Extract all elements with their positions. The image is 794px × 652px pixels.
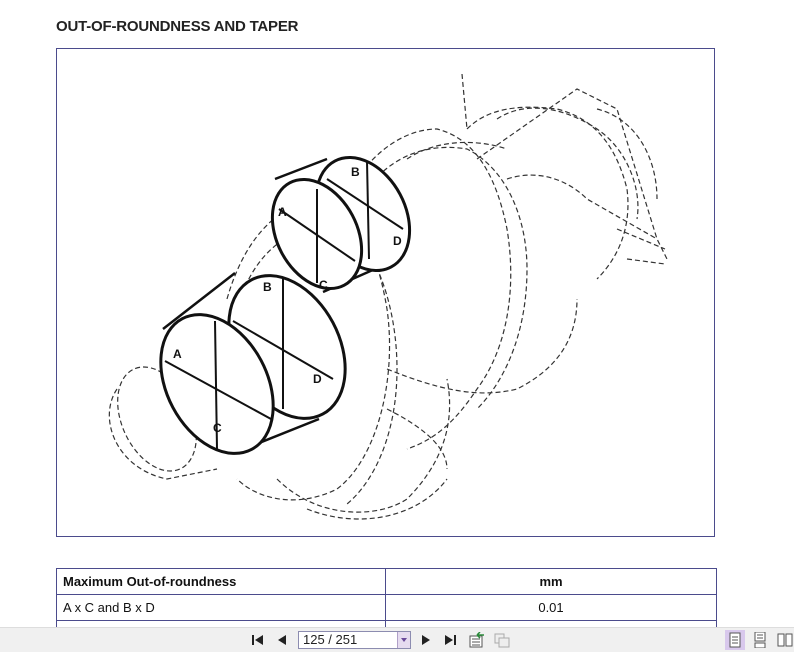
table-cell: A x C and B x D (56, 594, 386, 621)
go-forward-view-icon (494, 633, 510, 648)
label-d-small: D (393, 234, 402, 248)
header-cell: mm (385, 568, 717, 595)
chevron-down-icon (401, 638, 407, 642)
page-number-value[interactable]: 125 / 251 (303, 632, 358, 647)
prev-page-button[interactable] (275, 632, 289, 648)
go-forward-view-button[interactable] (493, 632, 511, 648)
go-back-view-button[interactable] (468, 632, 486, 648)
last-page-button[interactable] (442, 632, 458, 648)
crankshaft-diagram: A B C D A B C D (56, 48, 715, 537)
pdf-navigation-toolbar: 125 / 251 (0, 627, 794, 652)
first-page-button[interactable] (250, 632, 266, 648)
header-cell: Maximum Out-of-roundness (56, 568, 386, 595)
label-c-small: C (319, 278, 328, 292)
continuous-view-button[interactable] (750, 630, 770, 650)
first-page-icon (252, 635, 263, 645)
next-page-icon (422, 635, 430, 645)
table-row: A x C and B x D 0.01 (56, 594, 717, 621)
two-page-view-button[interactable] (775, 630, 794, 650)
single-page-view-icon (729, 632, 741, 648)
single-page-view-button[interactable] (725, 630, 745, 650)
label-a-large: A (173, 347, 182, 361)
crankshaft-illustration: A B C D A B C D (108, 73, 668, 520)
continuous-view-icon (754, 632, 766, 648)
large-journal-front-ellipse (159, 313, 275, 455)
next-page-button[interactable] (419, 632, 433, 648)
label-d-large: D (313, 372, 322, 386)
label-a-small: A (278, 205, 287, 219)
prev-page-icon (278, 635, 286, 645)
last-page-icon (445, 635, 456, 645)
table-cell: 0.01 (385, 594, 717, 621)
table-header-row: Maximum Out-of-roundness mm (56, 568, 717, 595)
section-title: OUT-OF-ROUNDNESS AND TAPER (56, 18, 299, 35)
label-b-large: B (263, 280, 272, 294)
page-number-input[interactable]: 125 / 251 (298, 631, 411, 649)
label-c-large: C (213, 421, 222, 435)
two-page-view-icon (777, 633, 793, 647)
go-back-view-icon (469, 632, 484, 648)
page-dropdown-button[interactable] (397, 632, 410, 648)
shaft-end-outline (108, 388, 218, 480)
label-b-small: B (351, 165, 360, 179)
